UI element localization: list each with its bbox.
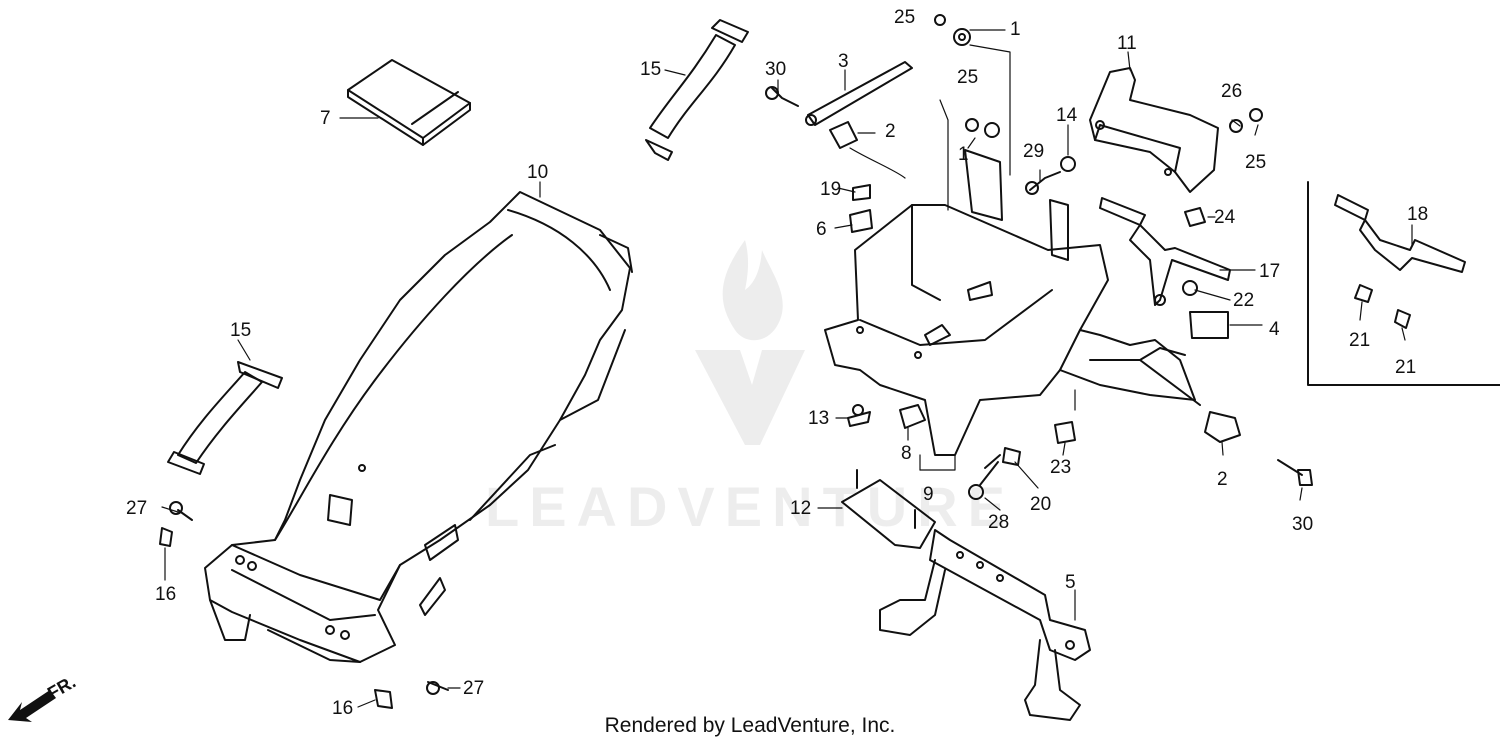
callout-6: 6 xyxy=(816,219,827,240)
callout-12: 12 xyxy=(790,498,811,519)
callout-26: 26 xyxy=(1221,81,1242,102)
callout-1: 1 xyxy=(958,144,969,165)
part-15-strap-upper xyxy=(645,19,749,161)
callout-13: 13 xyxy=(808,408,829,429)
callout-2: 2 xyxy=(885,121,896,142)
callout-27: 27 xyxy=(463,678,484,699)
part-15-strap-lower xyxy=(167,361,283,475)
callout-11: 11 xyxy=(1117,33,1137,54)
callout-4: 4 xyxy=(1269,319,1280,340)
callout-labels: 1 1 2 2 3 4 5 6 7 8 9 10 11 12 13 14 15 … xyxy=(44,7,1428,719)
callout-20: 20 xyxy=(1030,494,1051,515)
callout-14: 14 xyxy=(1056,105,1078,126)
callout-21: 21 xyxy=(1349,330,1370,351)
part-10-rear-fender xyxy=(204,191,633,663)
callout-25: 25 xyxy=(894,7,915,28)
callout-8: 8 xyxy=(901,443,912,464)
callout-18: 18 xyxy=(1407,204,1428,225)
part-17-bracket xyxy=(1099,197,1231,306)
part-11-tail-cover xyxy=(1089,67,1219,193)
callout-30: 30 xyxy=(765,59,786,80)
callout-1: 1 xyxy=(1010,19,1021,40)
callout-3: 3 xyxy=(838,51,849,72)
part-3-rod xyxy=(805,61,913,126)
callout-30: 30 xyxy=(1292,514,1313,535)
callout-21: 21 xyxy=(1395,357,1416,378)
callout-25: 25 xyxy=(1245,152,1266,173)
callout-15: 15 xyxy=(640,59,661,80)
callout-19: 19 xyxy=(820,179,841,200)
callout-27: 27 xyxy=(126,498,147,519)
callout-16: 16 xyxy=(155,584,176,605)
callout-10: 10 xyxy=(527,162,548,183)
part-5-stand xyxy=(879,529,1091,721)
part-9-battery-box xyxy=(824,149,1201,456)
footer-credit: Rendered by LeadVenture, Inc. xyxy=(604,714,896,737)
callout-28: 28 xyxy=(988,512,1009,533)
callout-17: 17 xyxy=(1259,261,1280,282)
leader-lines xyxy=(161,29,1413,708)
callout-25: 25 xyxy=(957,67,978,88)
callout-2: 2 xyxy=(1217,469,1228,490)
callout-22: 22 xyxy=(1233,290,1254,311)
callout-9: 9 xyxy=(923,484,934,505)
part-12-plate xyxy=(841,469,936,549)
watermark-text: LEADVENTURE xyxy=(484,475,1016,538)
callout-15: 15 xyxy=(230,320,251,341)
callout-5: 5 xyxy=(1065,572,1076,593)
callout-7: 7 xyxy=(320,108,331,129)
callout-29: 29 xyxy=(1023,141,1044,162)
front-arrow-icon xyxy=(8,690,56,722)
part-7-pad xyxy=(347,59,471,146)
callout-24: 24 xyxy=(1214,207,1236,228)
part-18-bracket xyxy=(1307,181,1500,386)
watermark-logo xyxy=(695,240,805,445)
callout-16: 16 xyxy=(332,698,353,719)
callout-23: 23 xyxy=(1050,457,1071,478)
